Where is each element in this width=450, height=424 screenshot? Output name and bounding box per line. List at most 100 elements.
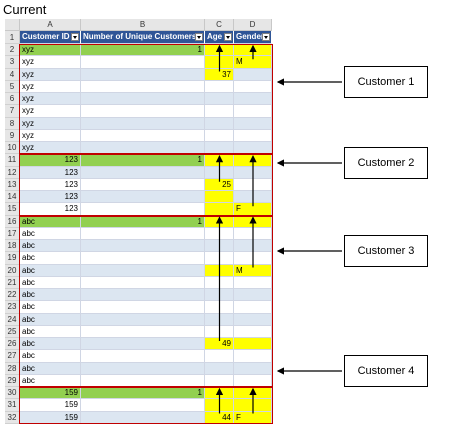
gender-cell[interactable]	[234, 338, 272, 351]
customer-id-cell[interactable]: xyz	[20, 68, 81, 81]
customer-id-cell[interactable]: 159	[20, 399, 81, 412]
column-header-d[interactable]: D	[234, 19, 272, 31]
unique-count-cell[interactable]	[81, 227, 205, 240]
unique-count-cell[interactable]	[81, 264, 205, 277]
age-cell[interactable]: 25	[205, 178, 234, 191]
unique-count-cell[interactable]	[81, 362, 205, 375]
unique-count-cell[interactable]	[81, 289, 205, 302]
unique-count-cell[interactable]	[81, 276, 205, 289]
customer-id-cell[interactable]: abc	[20, 276, 81, 289]
age-cell[interactable]	[205, 117, 234, 130]
gender-cell[interactable]	[234, 362, 272, 375]
header-label: Gender	[236, 32, 265, 41]
customer-id-cell[interactable]: xyz	[20, 117, 81, 130]
age-cell[interactable]	[205, 191, 234, 204]
age-cell[interactable]	[205, 80, 234, 93]
age-cell[interactable]	[205, 105, 234, 118]
customer-id-cell[interactable]: abc	[20, 350, 81, 363]
unique-count-cell[interactable]	[81, 350, 205, 363]
customer-id-cell[interactable]: xyz	[20, 44, 81, 57]
age-cell[interactable]: 49	[205, 338, 234, 351]
gender-cell[interactable]	[234, 129, 272, 142]
gender-cell[interactable]	[234, 276, 272, 289]
unique-count-cell[interactable]	[81, 105, 205, 118]
unique-count-cell[interactable]	[81, 191, 205, 204]
unique-count-cell[interactable]	[81, 240, 205, 253]
unique-count-cell[interactable]: 1	[81, 215, 205, 228]
customer-id-cell[interactable]: 123	[20, 178, 81, 191]
customer-id-cell[interactable]: abc	[20, 313, 81, 326]
age-cell[interactable]	[205, 350, 234, 363]
filter-dropdown-icon[interactable]	[224, 33, 232, 41]
customer-id-cell[interactable]: abc	[20, 252, 81, 265]
unique-count-cell[interactable]	[81, 313, 205, 326]
gender-cell[interactable]	[234, 105, 272, 118]
age-cell[interactable]	[205, 362, 234, 375]
unique-count-cell[interactable]: 1	[81, 44, 205, 57]
gender-cell[interactable]	[234, 325, 272, 338]
gender-cell[interactable]: M	[234, 264, 272, 277]
unique-count-cell[interactable]: 1	[81, 154, 205, 167]
unique-count-cell[interactable]: 1	[81, 387, 205, 400]
filter-dropdown-icon[interactable]	[195, 33, 203, 41]
customer-id-cell[interactable]: abc	[20, 362, 81, 375]
gender-cell[interactable]	[234, 301, 272, 314]
gender-cell[interactable]	[234, 313, 272, 326]
customer-id-cell[interactable]: abc	[20, 301, 81, 314]
gender-cell[interactable]	[234, 289, 272, 302]
customer-callout: Customer 4	[344, 355, 428, 387]
page-title: Current	[3, 2, 47, 17]
filter-dropdown-icon[interactable]	[262, 33, 270, 41]
unique-count-cell[interactable]	[81, 129, 205, 142]
gender-cell[interactable]: M	[234, 56, 272, 69]
customer-id-cell[interactable]: 123	[20, 166, 81, 179]
unique-count-cell[interactable]	[81, 93, 205, 106]
header-label: Age	[207, 32, 223, 41]
unique-count-cell[interactable]	[81, 325, 205, 338]
unique-count-cell[interactable]	[81, 80, 205, 93]
customer-id-cell[interactable]: xyz	[20, 56, 81, 69]
gender-cell[interactable]	[234, 68, 272, 81]
customer-id-cell[interactable]: 123	[20, 191, 81, 204]
column-header-b[interactable]: B	[81, 19, 205, 31]
unique-count-cell[interactable]	[81, 399, 205, 412]
customer-id-cell[interactable]: xyz	[20, 105, 81, 118]
gender-cell[interactable]	[234, 93, 272, 106]
unique-count-cell[interactable]	[81, 338, 205, 351]
customer-id-cell[interactable]: abc	[20, 325, 81, 338]
customer-id-cell[interactable]: xyz	[20, 93, 81, 106]
unique-count-cell[interactable]	[81, 56, 205, 69]
customer-id-cell[interactable]: 159	[20, 387, 81, 400]
customer-id-cell[interactable]: abc	[20, 227, 81, 240]
customer-id-cell[interactable]: xyz	[20, 129, 81, 142]
unique-count-cell[interactable]	[81, 301, 205, 314]
customer-id-header: Customer ID	[20, 31, 81, 44]
column-header-a[interactable]: A	[20, 19, 81, 31]
filter-dropdown-icon[interactable]	[71, 33, 79, 41]
customer-id-cell[interactable]: abc	[20, 289, 81, 302]
age-cell[interactable]	[205, 93, 234, 106]
unique-count-cell[interactable]	[81, 68, 205, 81]
row-number[interactable]: 1	[5, 31, 20, 44]
age-header: Age	[205, 31, 234, 44]
unique-count-cell[interactable]	[81, 166, 205, 179]
customer-id-cell[interactable]: xyz	[20, 80, 81, 93]
gender-cell[interactable]	[234, 350, 272, 363]
customer-id-cell[interactable]: abc	[20, 240, 81, 253]
customer-id-cell[interactable]: 123	[20, 154, 81, 167]
customer-callout: Customer 2	[344, 147, 428, 179]
unique-count-cell[interactable]	[81, 117, 205, 130]
select-all-corner[interactable]	[5, 19, 20, 31]
age-cell[interactable]	[205, 129, 234, 142]
customer-id-cell[interactable]: abc	[20, 215, 81, 228]
unique-count-cell[interactable]	[81, 178, 205, 191]
customer-id-cell[interactable]: abc	[20, 338, 81, 351]
header-label: Number of Unique Customers	[83, 32, 197, 41]
gender-cell[interactable]	[234, 117, 272, 130]
gender-cell[interactable]	[234, 80, 272, 93]
unique-count-cell[interactable]	[81, 252, 205, 265]
age-cell[interactable]: 37	[205, 68, 234, 81]
gender-header: Gender	[234, 31, 272, 44]
column-header-c[interactable]: C	[205, 19, 234, 31]
customer-id-cell[interactable]: abc	[20, 264, 81, 277]
